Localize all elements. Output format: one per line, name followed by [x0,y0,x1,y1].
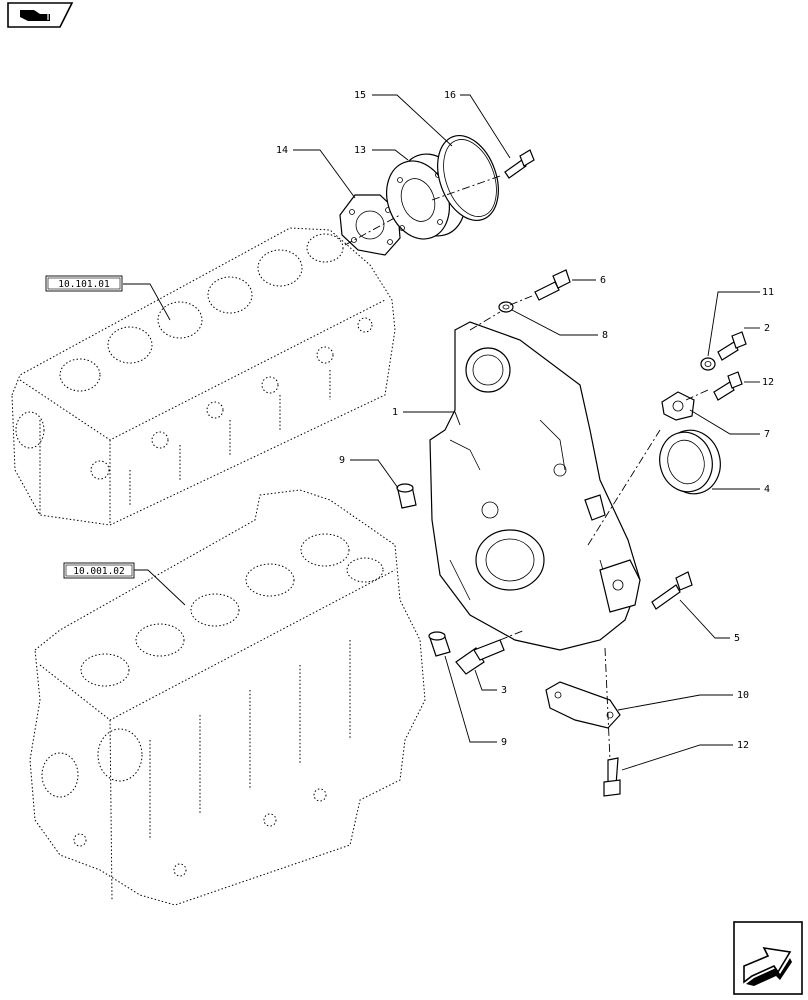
engine-block-illustration [29,489,426,906]
callout-13: 13 [354,145,366,156]
callout-8: 8 [602,330,608,341]
callout-16: 16 [444,90,456,101]
callout-4: 4 [764,484,770,495]
screw-part-12-upper [717,331,747,361]
callout-14: 14 [276,145,288,156]
assembly-axis-lines [344,175,709,761]
washer-part-8 [498,301,514,313]
callout-6: 6 [600,275,606,286]
callout-9-upper: 9 [339,455,345,466]
callout-3: 3 [501,685,507,696]
callout-9-lower: 9 [501,737,507,748]
callout-7: 7 [764,429,770,440]
screw-part-6 [534,269,571,301]
callout-10: 10 [737,690,749,701]
callout-11: 11 [762,287,774,298]
callout-5: 5 [734,633,740,644]
seal-ring-part-4 [659,429,721,495]
reference-box-cylinder-head[interactable]: 10.101.01 [45,275,123,292]
reference-label-head: 10.101.01 [58,279,110,290]
book-navigation-icon[interactable] [7,2,74,28]
cylinder-head-illustration [11,227,396,526]
bushing-part-9-lower [428,631,451,657]
reference-box-engine-block[interactable]: 10.001.02 [63,562,135,579]
bushing-part-9-upper [396,483,417,509]
screw-part-12-lower [603,757,621,797]
screw-part-16 [504,149,535,179]
callout-labels: 15 16 13 14 6 8 11 2 12 7 4 1 9 5 3 9 10… [276,90,774,751]
callout-12-lower: 12 [737,740,749,751]
callout-15: 15 [354,90,366,101]
callout-12-upper: 12 [762,377,774,388]
reference-label-block: 10.001.02 [73,566,124,577]
washer-part-11 [700,357,716,371]
o-ring-part-15 [437,134,499,222]
flywheel-housing [429,321,641,651]
pin-part-3 [455,639,505,675]
screw-part-5 [651,571,693,610]
next-page-arrow-icon[interactable] [733,921,803,995]
callout-1: 1 [392,407,398,418]
cover-plate-part-10 [545,681,621,729]
screw-part-12-side [713,371,743,401]
leader-lines [123,94,760,771]
callout-2: 2 [764,323,770,334]
flange-part-7 [661,391,695,421]
